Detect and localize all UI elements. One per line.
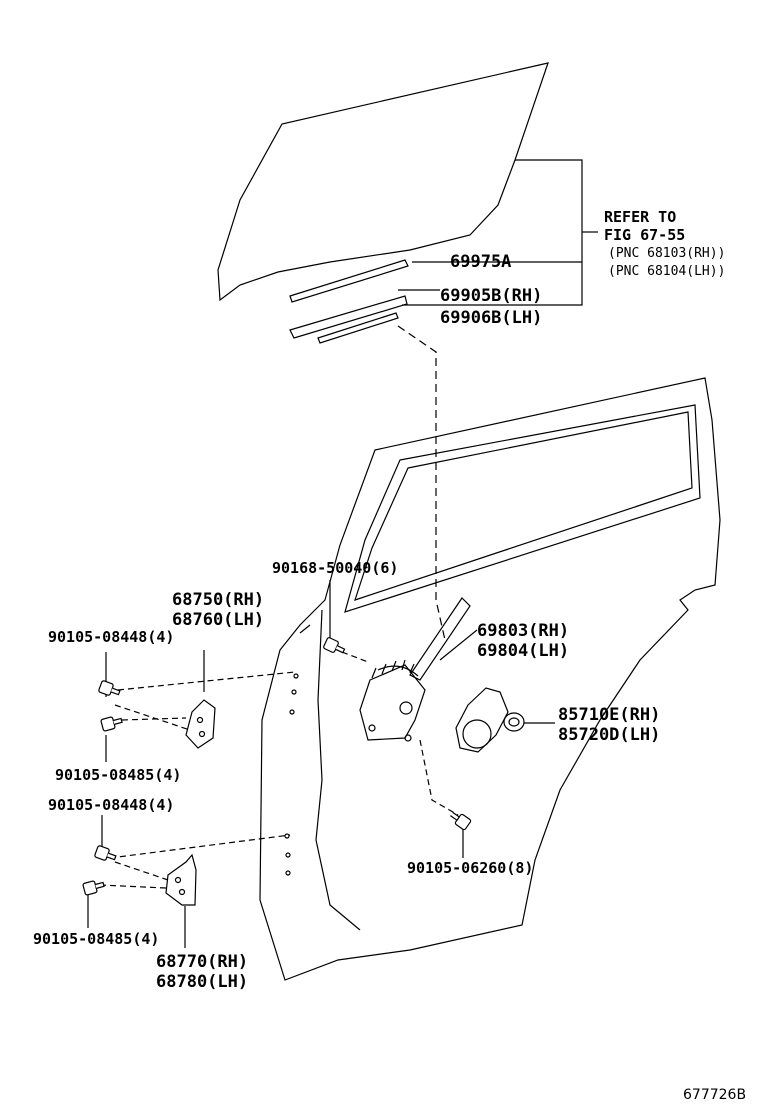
door-panel xyxy=(260,378,720,980)
label-90105-08448-bottom: 90105-08448(4) xyxy=(48,796,175,814)
label-69803: 69803(RH) xyxy=(477,621,570,641)
label-69804: 69804(LH) xyxy=(477,641,570,661)
door-glass xyxy=(218,63,548,300)
label-68760: 68760(LH) xyxy=(172,610,265,630)
upper-hinge xyxy=(186,700,215,748)
bolt-90105-08448-top xyxy=(98,680,121,698)
bolt-90105-08485-bottom xyxy=(83,879,105,896)
label-69905B: 69905B(RH) xyxy=(440,286,543,306)
refer-note-line1: REFER TO xyxy=(604,208,677,226)
label-90105-08485-top: 90105-08485(4) xyxy=(55,766,182,784)
bolt-90105-08448-bottom xyxy=(94,845,117,863)
label-68770: 68770(RH) xyxy=(156,952,249,972)
label-85710E: 85710E(RH) xyxy=(558,705,661,725)
window-frame xyxy=(345,405,700,612)
label-69906B: 69906B(LH) xyxy=(440,308,543,328)
belt-weatherstrip xyxy=(290,296,407,338)
window-regulator xyxy=(410,598,470,680)
bolt-90105-06260 xyxy=(448,809,471,830)
refer-note-line2: FIG 67-55 xyxy=(604,226,686,244)
label-68750: 68750(RH) xyxy=(172,590,265,610)
label-90105-06260: 90105-06260(8) xyxy=(407,859,534,877)
label-90105-08448-top: 90105-08448(4) xyxy=(48,628,175,646)
bolt-90168-50040 xyxy=(323,637,346,656)
figure-number: 677726B xyxy=(683,1087,747,1103)
label-68780: 68780(LH) xyxy=(156,972,249,992)
lower-hinge xyxy=(166,855,196,905)
bolt-90105-08485-top xyxy=(101,715,123,732)
label-90105-08485-bottom: 90105-08485(4) xyxy=(33,930,160,948)
refer-bracket xyxy=(402,160,582,305)
regulator-motor xyxy=(456,688,508,752)
glass-run-strip xyxy=(290,260,408,302)
refer-note-line4: (PNC 68104(LH)) xyxy=(608,264,726,279)
label-85720D: 85720D(LH) xyxy=(558,725,661,745)
refer-note-line3: (PNC 68103(RH)) xyxy=(608,246,726,261)
label-90168-50040: 90168-50040(6) xyxy=(272,559,399,577)
label-69975A: 69975A xyxy=(450,252,512,272)
